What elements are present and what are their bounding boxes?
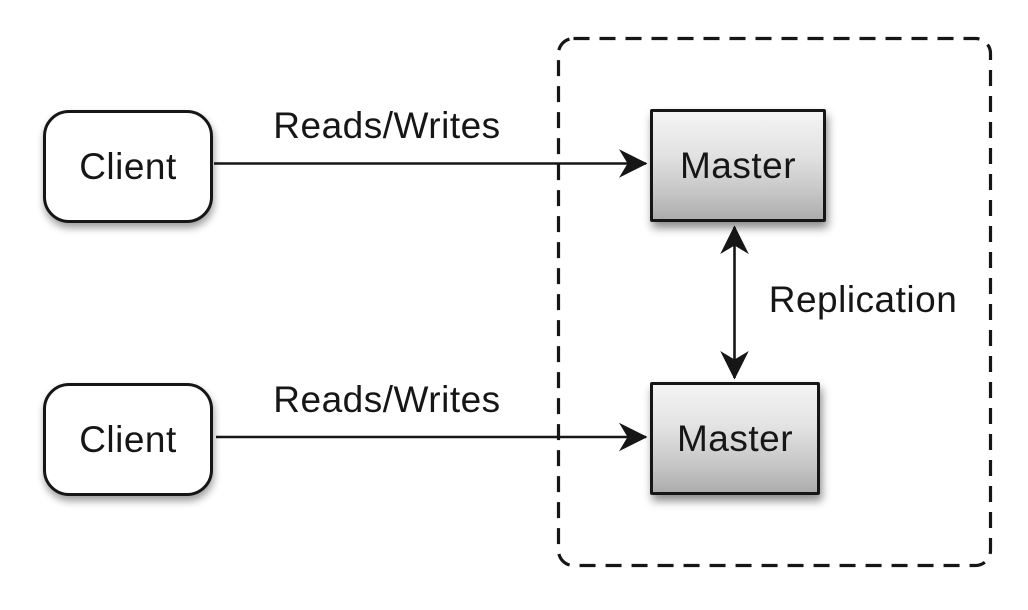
node-client-top: Client	[43, 110, 213, 223]
node-master-bottom-label: Master	[676, 417, 794, 459]
node-master-top-label: Master	[679, 144, 797, 186]
edge-label-reads-writes-top: Reads/Writes	[273, 105, 501, 146]
edge-label-reads-writes-bottom: Reads/Writes	[273, 379, 501, 420]
node-master-top: Master	[650, 109, 826, 222]
edge-label-replication: Replication	[768, 279, 958, 320]
node-client-bottom: Client	[43, 383, 213, 496]
node-client-bottom-label: Client	[79, 418, 177, 460]
node-master-bottom: Master	[650, 382, 820, 495]
node-client-top-label: Client	[79, 145, 177, 187]
